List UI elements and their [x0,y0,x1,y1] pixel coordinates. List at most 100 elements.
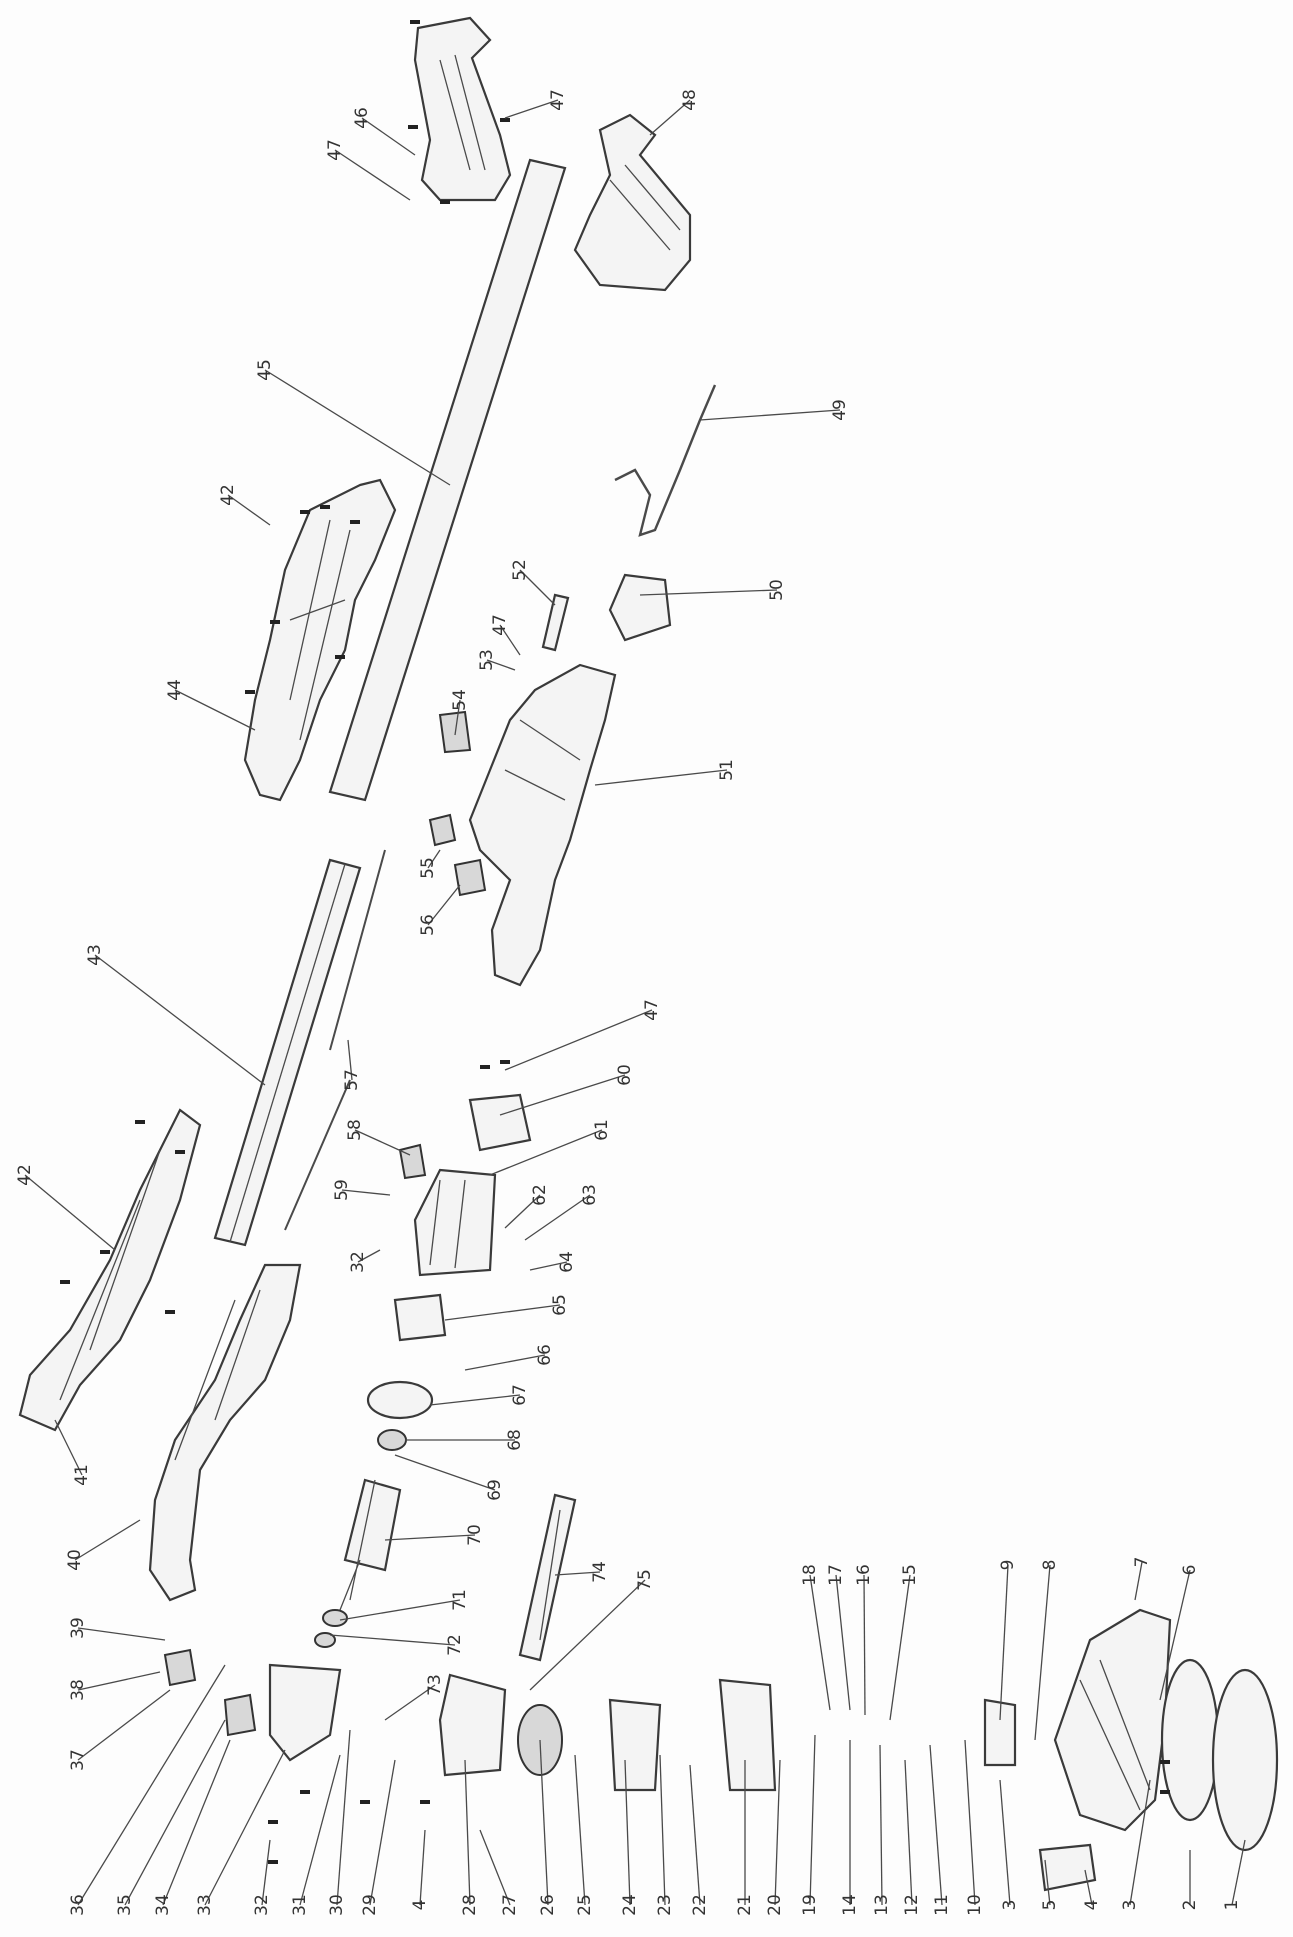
part-70-armature [339,1478,402,1611]
leader-line [74,1519,141,1561]
callout-c19: 19 [800,1734,820,1916]
part-number-label: 47 [548,89,568,111]
part-60-cap [468,1093,532,1152]
leader-line [809,1574,831,1711]
callout-c48: 48 [649,89,700,136]
part-38-clip [163,1648,197,1687]
part-34-bracket [223,1693,257,1737]
part-number-label: 41 [72,1464,92,1486]
leader-line [427,884,461,926]
part-67-ring [366,1380,434,1420]
leader-line [347,1039,353,1081]
part-2-disc [1160,1658,1220,1822]
leader-line [479,1829,511,1906]
part-number-label: 16 [854,1564,874,1586]
callout-c37: 37 [68,1689,171,1771]
leader-line [486,659,516,671]
callout-c3b: 3 [1120,1779,1151,1910]
part-number-label: 74 [590,1561,610,1583]
callout-c27: 27 [479,1829,520,1916]
part-number-label: 27 [500,1894,520,1916]
leader-line [464,1354,546,1371]
callout-c74: 74 [554,1561,610,1583]
part-number-label: 9 [998,1560,1018,1571]
part-number-label: 28 [460,1894,480,1916]
leader-line [336,1729,351,1906]
callout-c42b: 42 [15,1164,116,1251]
leader-line [624,1759,631,1906]
callout-c55: 55 [418,849,441,879]
part-number-label: 32 [348,1251,368,1273]
part-number-label: 59 [332,1179,352,1201]
leader-line [1034,1564,1051,1741]
callout-c17: 17 [826,1564,851,1711]
part-number-label: 10 [965,1894,985,1916]
callout-c2: 2 [1180,1850,1200,1910]
part-number-label: 71 [450,1589,470,1611]
part-number-label: 13 [872,1894,892,1916]
part-43-lower-shaft [213,858,362,1247]
callout-c13: 13 [872,1744,892,1916]
callout-c56: 56 [418,884,461,936]
part-number-label: 75 [635,1569,655,1591]
part-number-label: 18 [800,1564,820,1586]
part-number-label: 73 [425,1674,445,1696]
leader-line [524,1194,591,1241]
part-number-label: 61 [592,1119,612,1141]
leader-line [1134,1561,1143,1601]
leader-line [504,99,559,119]
part-number-label: 17 [826,1564,846,1586]
leader-line [429,1394,521,1406]
part-number-label: 4 [410,1900,430,1911]
part-number-label: 23 [655,1894,675,1916]
leader-line [427,849,441,869]
part-44-handle-housing [243,478,397,802]
leader-line [1129,1779,1151,1906]
callout-c18: 18 [800,1564,831,1711]
leader-line [341,1189,391,1196]
part-7-guard [1053,1608,1172,1832]
part-72-bearing [314,1632,336,1648]
callout-c51: 51 [594,759,737,786]
leader-line [419,1829,426,1906]
leader-line [639,589,778,596]
callout-c15: 15 [889,1564,920,1721]
part-number-label: 45 [255,359,275,381]
callout-c66: 66 [464,1344,555,1371]
leader-line [529,1579,646,1691]
callout-c9: 9 [998,1560,1018,1721]
part-24-fan [608,1698,662,1792]
callout-c6: 6 [1159,1565,1200,1701]
callout-c57: 57 [342,1039,362,1091]
leader-line [863,1574,866,1716]
leader-line [889,1574,911,1721]
leader-line [162,1739,231,1906]
part-number-label: 48 [680,89,700,111]
callout-c29: 29 [360,1759,396,1916]
part-28-gear-cover [438,1673,507,1777]
part-number-label: 36 [68,1894,88,1916]
callout-c5: 5 [1040,1859,1060,1910]
part-49-wire [614,384,717,537]
part-65-ring [393,1293,447,1342]
leader-line [699,409,841,421]
leader-line [929,1744,943,1906]
callout-c7: 7 [1132,1557,1152,1601]
part-number-label: 47 [490,614,510,636]
part-71-bearing [322,1609,348,1627]
part-number-label: 14 [840,1894,860,1916]
callout-c41: 41 [54,1419,92,1486]
leader-line [384,1684,436,1721]
part-number-label: 52 [510,559,530,581]
leader-line [357,1249,381,1263]
part-40-bottom-housing [148,1263,302,1602]
callout-c10: 10 [964,1739,985,1916]
part-74-spring [518,1493,577,1662]
callout-c47a: 47 [504,89,568,119]
leader-line [574,1754,586,1906]
part-number-label: 34 [153,1894,173,1916]
part-number-label: 47 [325,139,345,161]
part-number-label: 49 [830,399,850,421]
part-45-upper-shaft [328,158,567,802]
